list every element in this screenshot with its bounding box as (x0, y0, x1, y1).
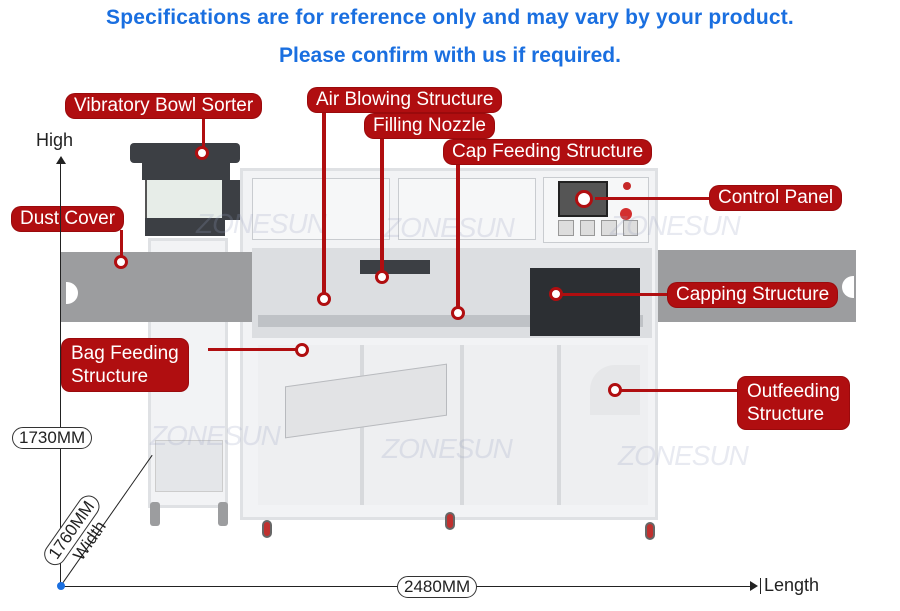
capping-head (530, 268, 640, 336)
dust-cover-left (60, 252, 252, 322)
watermark: ZONESUN (196, 208, 327, 239)
label-line: Structure (747, 404, 825, 425)
callout-dot-nozzle (375, 270, 389, 284)
length-dimension: 2480MM (397, 576, 478, 598)
length-arrow-icon (750, 581, 758, 591)
height-arrow-icon (56, 156, 66, 164)
stand-foot (218, 502, 228, 526)
label-outfeeding-structure: Outfeeding Structure (738, 377, 849, 429)
callout-dot-bag-feeding (295, 343, 309, 357)
label-vibratory-bowl-sorter: Vibratory Bowl Sorter (66, 94, 262, 118)
length-axis-label: Length (764, 575, 820, 595)
disclaimer-line-1: Specifications are for reference only an… (106, 6, 794, 29)
callout-dot-bowl (195, 146, 209, 160)
callout-dot-capping (549, 287, 563, 301)
nozzle-block (360, 260, 430, 274)
callout-line-dust-cover (120, 230, 123, 262)
top-panel (398, 178, 536, 240)
stand-cabinet (155, 440, 223, 492)
label-line: Structure (71, 366, 149, 387)
watermark: ZONESUN (384, 212, 515, 243)
height-axis (60, 162, 61, 587)
callout-line-bowl (202, 116, 205, 150)
disclaimer-line-2: Please confirm with us if required. (279, 44, 621, 67)
indicator-light (623, 182, 631, 190)
width-dimension-group: 1760MM Width (39, 491, 120, 581)
top-panel (252, 178, 390, 240)
watermark: ZONESUN (618, 440, 749, 471)
callout-dot-air (317, 292, 331, 306)
origin-dot (57, 582, 65, 590)
bowl-feet (145, 218, 225, 236)
label-control-panel: Control Panel (710, 186, 842, 210)
label-filling-nozzle: Filling Nozzle (365, 114, 494, 138)
label-line: Outfeeding (747, 381, 840, 402)
label-air-blowing-structure: Air Blowing Structure (308, 88, 502, 112)
label-cap-feeding-structure: Cap Feeding Structure (444, 140, 652, 164)
caster-wheel (262, 520, 272, 538)
callout-line-cap-feeding (456, 164, 460, 310)
callout-line-capping (560, 293, 670, 296)
callout-line-control (595, 197, 710, 200)
callout-line-air (322, 110, 326, 295)
bowl-rim (130, 143, 240, 163)
caster-wheel (445, 512, 455, 530)
label-bag-feeding-structure: Bag Feeding Structure (62, 339, 188, 391)
bowl-body (142, 160, 230, 180)
height-axis-label: High (36, 130, 74, 150)
height-dimension: 1730MM (12, 427, 93, 449)
watermark: ZONESUN (610, 210, 741, 241)
callout-dot-control (575, 190, 593, 208)
caster-wheel (645, 522, 655, 540)
control-switches (558, 220, 638, 236)
callout-dot-cap-feeding (451, 306, 465, 320)
bowl-base (145, 180, 229, 220)
label-capping-structure: Capping Structure (668, 283, 838, 307)
callout-line-bag-feeding (208, 348, 303, 351)
label-dust-cover: Dust Cover (12, 207, 124, 231)
stand-foot (150, 502, 160, 526)
label-line: Bag Feeding (71, 343, 179, 364)
callout-dot-outfeeding (608, 383, 622, 397)
watermark: ZONESUN (382, 433, 513, 464)
emergency-stop (620, 208, 632, 220)
watermark: ZONESUN (150, 420, 281, 451)
bowl-controller (222, 180, 240, 220)
callout-line-nozzle (380, 138, 384, 273)
callout-dot-dust-cover (114, 255, 128, 269)
callout-line-outfeeding (615, 389, 740, 392)
